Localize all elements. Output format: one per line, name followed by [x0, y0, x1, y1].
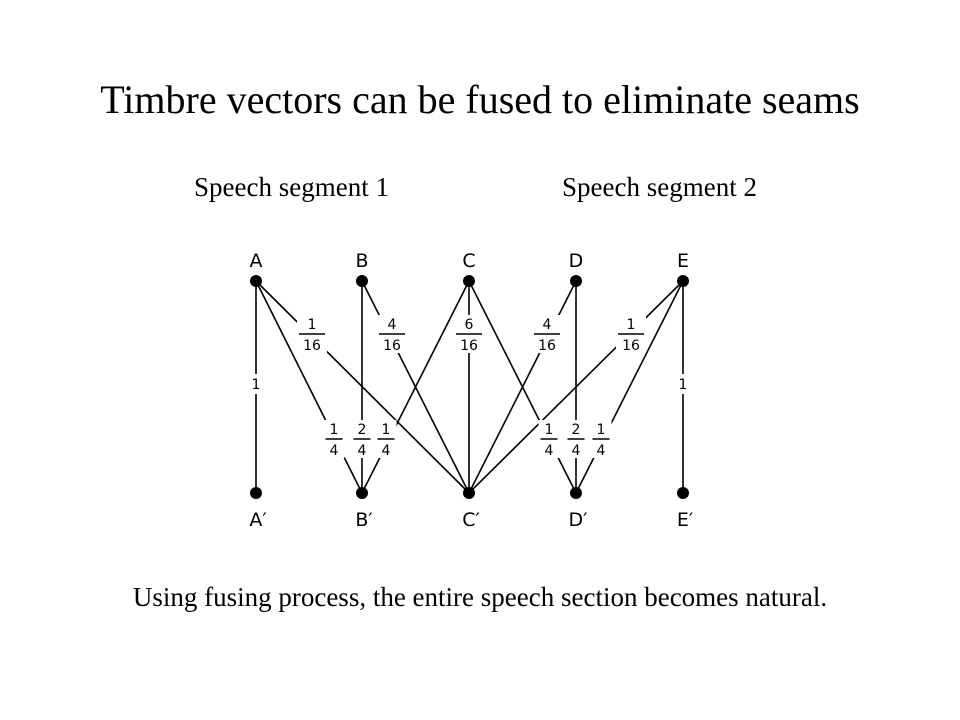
edge-weight-b-b-prime: 24 — [351, 420, 373, 459]
segment-2-label: Speech segment 2 — [562, 172, 757, 202]
weight-numerator: 1 — [597, 422, 606, 438]
node-c-prime — [463, 487, 475, 499]
weight-denominator: 4 — [358, 443, 367, 459]
edge-weight-e-e-prime: 1 — [676, 374, 690, 394]
weight-denominator: 16 — [622, 338, 640, 354]
node-a — [250, 275, 262, 287]
node-b — [356, 275, 368, 287]
edge-weight-a-a-prime: 1 — [249, 374, 263, 394]
node-label-b-prime: B′ — [355, 509, 372, 531]
weight-numerator: 1 — [545, 422, 554, 438]
weight-denominator: 4 — [597, 443, 606, 459]
node-c — [463, 275, 475, 287]
edge-weight-e-c-prime: 116 — [616, 315, 646, 354]
edge-weight-a-c-prime: 116 — [297, 315, 327, 354]
edges-layer — [255, 280, 684, 494]
weight-denominator: 4 — [330, 443, 339, 459]
segment-1-label: Speech segment 1 — [194, 172, 389, 202]
weight-denominator: 4 — [382, 443, 391, 459]
slide-title: Timbre vectors can be fused to eliminate… — [100, 77, 860, 122]
weight-numerator: 1 — [627, 317, 636, 333]
weight-numerator: 4 — [388, 317, 397, 333]
edge-weight-c-c-prime: 616 — [454, 315, 484, 354]
node-d — [570, 275, 582, 287]
weight-denominator: 16 — [303, 338, 321, 354]
node-label-d: D — [569, 250, 584, 272]
edge-weight-a-b-prime: 14 — [323, 420, 345, 459]
edge-weight-c-d-prime: 14 — [538, 420, 560, 459]
caption: Using fusing process, the entire speech … — [132, 582, 828, 612]
node-label-a-prime: A′ — [249, 509, 266, 531]
edge-weight-d-d-prime: 24 — [565, 420, 587, 459]
weight-denominator: 16 — [538, 338, 556, 354]
node-label-d-prime: D′ — [569, 509, 588, 531]
edge-weight-b-c-prime: 416 — [377, 315, 407, 354]
weight-denominator: 4 — [572, 443, 581, 459]
node-b-prime — [356, 487, 368, 499]
weight-value: 1 — [252, 377, 261, 393]
weight-denominator: 4 — [545, 443, 554, 459]
node-label-e-prime: E′ — [677, 509, 693, 531]
edge-e-d-prime — [575, 280, 684, 494]
nodes-layer: A B C D E A′ B′ C′ D′ E′ — [249, 250, 693, 531]
node-label-b: B — [355, 250, 368, 272]
node-label-c-prime: C′ — [462, 509, 480, 531]
weight-value: 1 — [679, 377, 688, 393]
node-label-c: C — [462, 250, 475, 272]
weight-numerator: 1 — [330, 422, 339, 438]
weight-numerator: 6 — [465, 317, 474, 333]
edge-e-c-prime — [468, 280, 684, 494]
weight-numerator: 4 — [543, 317, 552, 333]
node-d-prime — [570, 487, 582, 499]
node-e — [677, 275, 689, 287]
weight-denominator: 16 — [383, 338, 401, 354]
weight-numerator: 1 — [308, 317, 317, 333]
edge-weight-d-c-prime: 416 — [532, 315, 562, 354]
edge-a-b-prime — [255, 280, 363, 494]
weight-denominator: 16 — [460, 338, 478, 354]
edge-weight-e-d-prime: 14 — [590, 420, 612, 459]
weight-numerator: 2 — [358, 422, 367, 438]
node-a-prime — [250, 487, 262, 499]
weight-numerator: 2 — [572, 422, 581, 438]
weight-numerator: 1 — [382, 422, 391, 438]
node-e-prime — [677, 487, 689, 499]
node-label-a: A — [250, 250, 263, 272]
node-label-e: E — [677, 250, 689, 272]
edge-weight-c-b-prime: 14 — [375, 420, 397, 459]
